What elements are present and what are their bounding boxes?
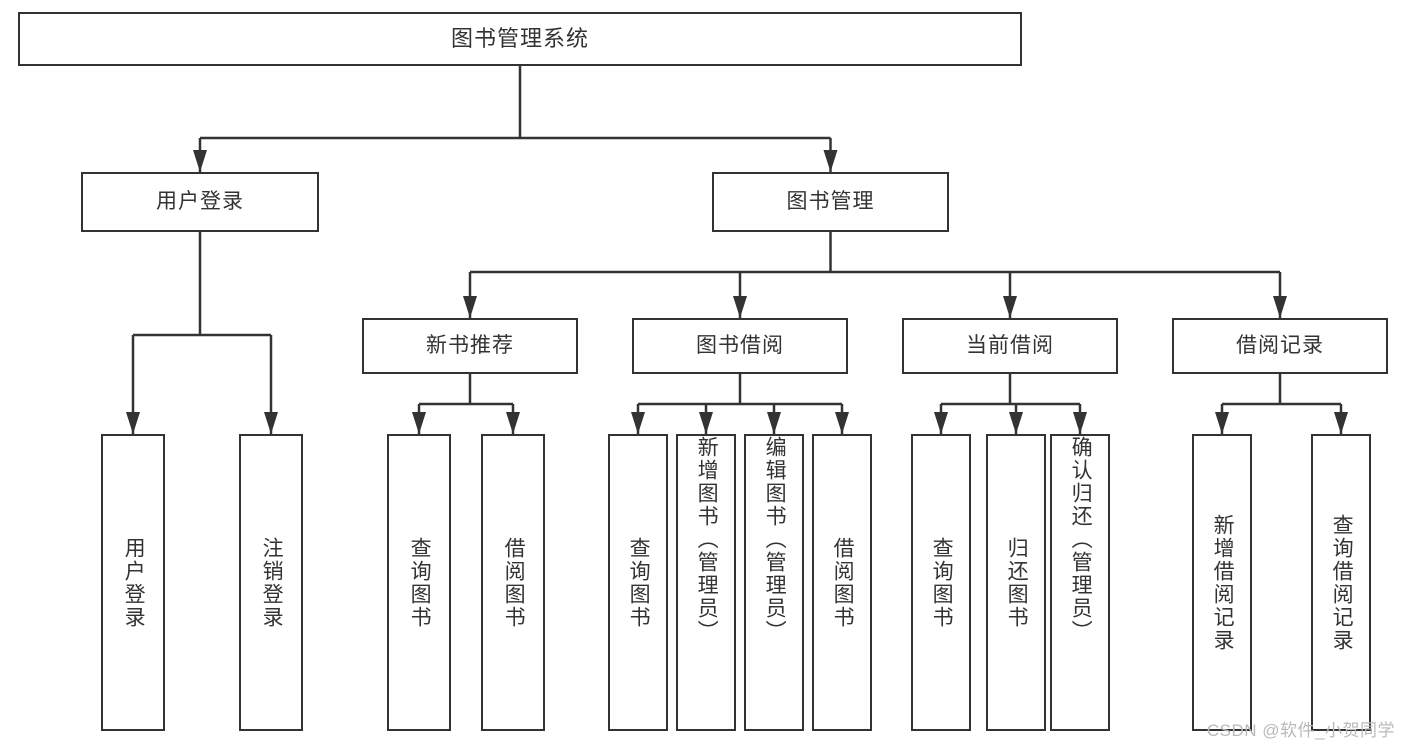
node-leaf-query-book-2[interactable]: 查询图书 (608, 434, 668, 731)
node-leaf-logout[interactable]: 注销登录 (239, 434, 303, 731)
arrowhead-leaf-query-book-1 (412, 412, 426, 434)
node-label-user-login: 用户登录 (156, 190, 244, 214)
node-label-leaf-borrow-book-1: 借阅图书 (502, 536, 526, 629)
node-label-book-manage: 图书管理 (786, 190, 875, 214)
node-label-leaf-logout: 注销登录 (260, 536, 284, 629)
node-user-login[interactable]: 用户登录 (81, 172, 319, 232)
node-label-leaf-borrow-book-2: 借阅图书 (831, 536, 855, 629)
node-leaf-borrow-book-1[interactable]: 借阅图书 (481, 434, 545, 731)
node-label-leaf-edit-book: 编辑图书（管理员） (763, 436, 787, 643)
node-label-leaf-add-book: 新增图书（管理员） (695, 436, 719, 643)
node-label-leaf-query-record: 查询借阅记录 (1330, 513, 1354, 652)
node-label-book-borrow: 图书借阅 (696, 334, 784, 358)
node-leaf-borrow-book-2[interactable]: 借阅图书 (812, 434, 872, 731)
node-leaf-query-book-3[interactable]: 查询图书 (911, 434, 971, 731)
arrowhead-borrow-record (1273, 296, 1287, 318)
arrowhead-leaf-query-record (1334, 412, 1348, 434)
node-label-current-borrow: 当前借阅 (966, 334, 1054, 358)
node-label-leaf-query-book-1: 查询图书 (408, 536, 432, 629)
node-new-book-recommend[interactable]: 新书推荐 (362, 318, 578, 374)
arrowhead-leaf-logout (264, 412, 278, 434)
arrowhead-leaf-query-book-2 (631, 412, 645, 434)
node-book-borrow[interactable]: 图书借阅 (632, 318, 848, 374)
node-book-manage[interactable]: 图书管理 (712, 172, 949, 232)
node-label-leaf-add-record: 新增借阅记录 (1211, 513, 1235, 652)
node-leaf-edit-book[interactable]: 编辑图书（管理员） (744, 434, 804, 731)
node-borrow-record[interactable]: 借阅记录 (1172, 318, 1388, 374)
node-leaf-confirm-return[interactable]: 确认归还（管理员） (1050, 434, 1110, 731)
node-label-leaf-user-login: 用户登录 (122, 536, 146, 629)
arrowhead-leaf-borrow-book-2 (835, 412, 849, 434)
arrowhead-leaf-user-login (126, 412, 140, 434)
arrowhead-leaf-return-book (1009, 412, 1023, 434)
arrowhead-leaf-query-book-3 (934, 412, 948, 434)
arrowhead-book-borrow (733, 296, 747, 318)
node-root[interactable]: 图书管理系统 (18, 12, 1022, 66)
node-label-leaf-return-book: 归还图书 (1005, 536, 1029, 629)
arrowhead-new-book-recommend (463, 296, 477, 318)
arrowhead-leaf-add-book (699, 412, 713, 434)
arrowhead-leaf-borrow-book-1 (506, 412, 520, 434)
node-current-borrow[interactable]: 当前借阅 (902, 318, 1118, 374)
node-label-leaf-confirm-return: 确认归还（管理员） (1069, 436, 1093, 643)
node-label-leaf-query-book-3: 查询图书 (930, 536, 954, 629)
node-leaf-return-book[interactable]: 归还图书 (986, 434, 1046, 731)
node-label-root: 图书管理系统 (450, 25, 589, 51)
arrowhead-leaf-confirm-return (1073, 412, 1087, 434)
node-label-borrow-record: 借阅记录 (1236, 334, 1324, 358)
arrowhead-leaf-add-record (1215, 412, 1229, 434)
node-label-new-book-recommend: 新书推荐 (426, 334, 514, 358)
node-label-leaf-query-book-2: 查询图书 (627, 536, 651, 629)
node-leaf-query-record[interactable]: 查询借阅记录 (1311, 434, 1371, 731)
arrowhead-current-borrow (1003, 296, 1017, 318)
node-leaf-add-book[interactable]: 新增图书（管理员） (676, 434, 736, 731)
node-leaf-add-record[interactable]: 新增借阅记录 (1192, 434, 1252, 731)
arrowhead-user-login (193, 150, 207, 172)
node-leaf-query-book-1[interactable]: 查询图书 (387, 434, 451, 731)
arrowhead-book-manage (823, 150, 838, 172)
node-leaf-user-login[interactable]: 用户登录 (101, 434, 165, 731)
arrowhead-leaf-edit-book (767, 412, 781, 434)
